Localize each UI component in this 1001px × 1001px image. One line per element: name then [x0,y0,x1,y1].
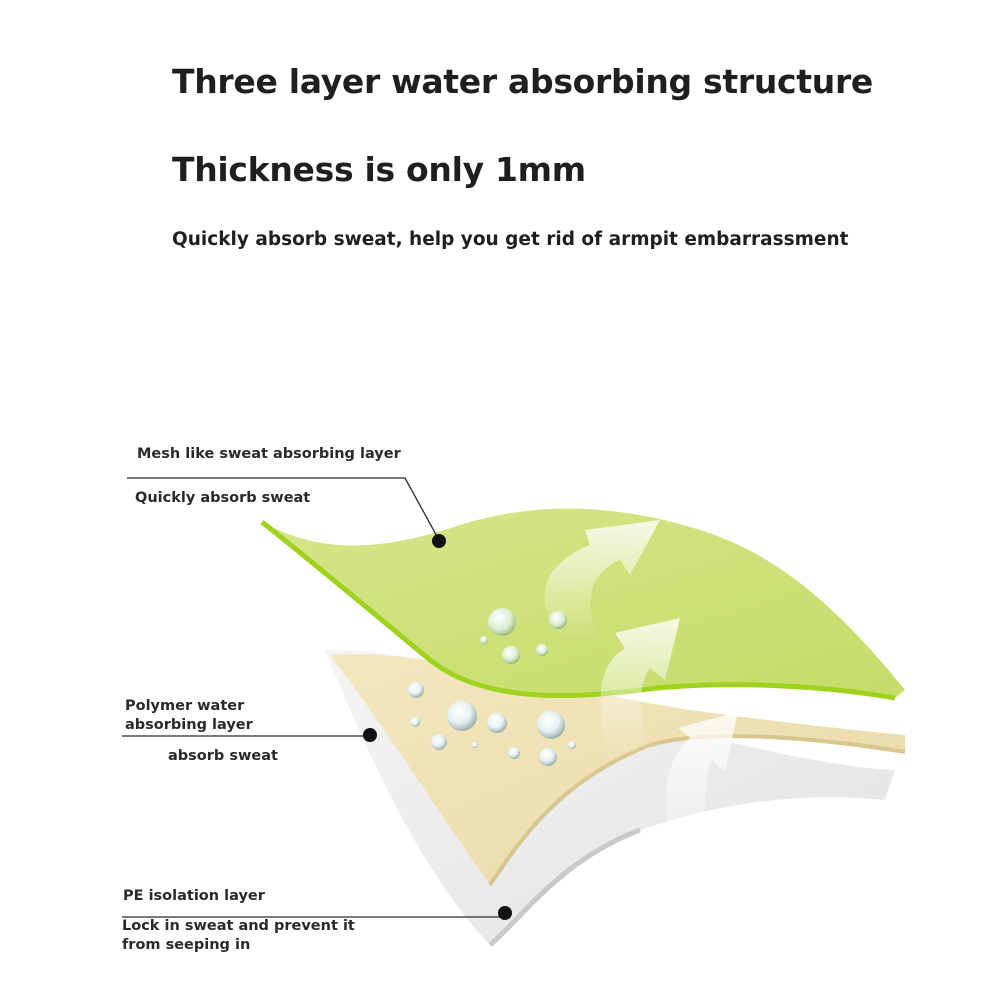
page-title: Three layer water absorbing structure [172,62,874,101]
arrow-icon [600,618,680,760]
droplet-icon [488,608,516,636]
pe-layer-description-line1: Lock in sweat and prevent it [122,918,355,934]
droplet-icon [537,711,565,739]
polymer-layer-marker [363,728,377,742]
pe-layer-marker [498,906,512,920]
pe-layer-name: PE isolation layer [123,888,265,904]
pe-layer-description-line2: from seeping in [122,937,251,953]
thickness-heading: Thickness is only 1mm [172,150,586,189]
absorb-arrows [544,520,738,880]
mesh-layer-marker [432,534,446,548]
droplet-icon [447,701,477,731]
droplet-icon [502,646,520,664]
droplet-icon [472,742,478,748]
mesh-layer-name: Mesh like sweat absorbing layer [137,446,401,462]
polymer-layer-name-line2: absorbing layer [125,717,253,733]
droplet-icon [410,717,420,727]
droplet-icon [508,747,520,759]
droplet-icon [549,611,567,629]
arrow-icon [544,520,660,640]
arrow-icon [665,712,738,880]
polymer-layer-name-line1: Polymer water [125,698,245,714]
leader-lines [122,477,505,918]
droplet-icon [431,734,447,750]
droplet-icon [408,682,424,698]
mesh-layer-description: Quickly absorb sweat [135,490,311,506]
tagline: Quickly absorb sweat, help you get rid o… [172,229,849,250]
droplet-icon [539,748,557,766]
polymer-layer-description: absorb sweat [168,748,278,764]
water-droplets [408,608,576,766]
droplet-icon [480,636,488,644]
droplet-icon [487,713,507,733]
droplet-icon [568,741,576,749]
droplet-icon [536,644,548,656]
